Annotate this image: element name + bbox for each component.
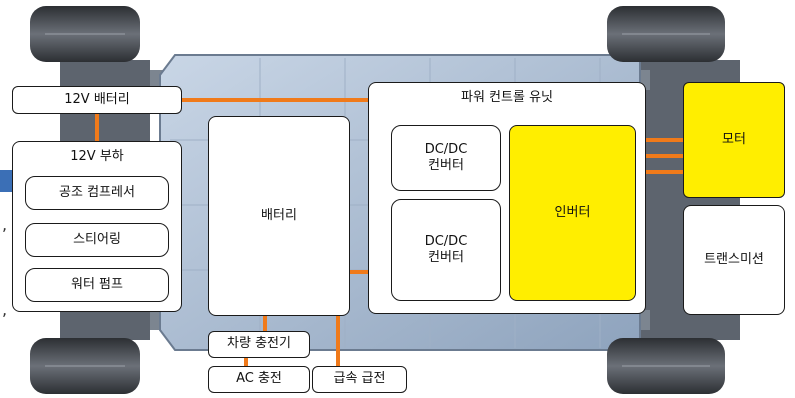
transmission-label: 트랜스미션 <box>704 251 764 267</box>
load-12v-title: 12V 부하 <box>70 149 124 164</box>
inverter-label: 인버터 <box>554 204 591 220</box>
motor-label: 모터 <box>722 131 746 147</box>
load-item-label: 스티어링 <box>73 231 121 247</box>
dcdc-converter-top: DC/DC 컨버터 <box>391 125 501 191</box>
transmission-box: 트랜스미션 <box>683 205 785 315</box>
accent-tab <box>0 170 12 192</box>
main-battery-box: 배터리 <box>208 116 350 316</box>
onboard-charger-label: 차량 충전기 <box>227 336 291 352</box>
ac-charging-label: AC 충전 <box>236 371 282 387</box>
dcdc-top-label: DC/DC 컨버터 <box>424 141 468 173</box>
dcdc-converter-bottom: DC/DC 컨버터 <box>391 199 501 301</box>
comma-mark: , <box>2 215 7 234</box>
load-item-water-pump: 워터 펌프 <box>25 268 169 302</box>
load-item-label: 공조 컴프레서 <box>59 184 135 200</box>
load-item-steering: 스티어링 <box>25 223 169 257</box>
onboard-charger-box: 차량 충전기 <box>208 331 310 358</box>
load-item-label: 워터 펌프 <box>71 276 123 292</box>
fast-charging-box: 급속 급전 <box>312 366 407 393</box>
motor-box: 모터 <box>683 82 785 198</box>
load-item-ac-compressor: 공조 컴프레서 <box>25 176 169 210</box>
pcu-title: 파워 컨트롤 유닛 <box>461 90 553 105</box>
battery-12v-label: 12V 배터리 <box>64 91 130 107</box>
inverter-box: 인버터 <box>509 125 636 301</box>
battery-12v-box: 12V 배터리 <box>12 86 182 114</box>
main-battery-label: 배터리 <box>261 207 297 223</box>
dcdc-bottom-label: DC/DC 컨버터 <box>424 233 468 265</box>
fast-charging-label: 급속 급전 <box>333 371 386 387</box>
comma-mark: , <box>2 300 7 319</box>
ac-charging-box: AC 충전 <box>208 366 310 393</box>
